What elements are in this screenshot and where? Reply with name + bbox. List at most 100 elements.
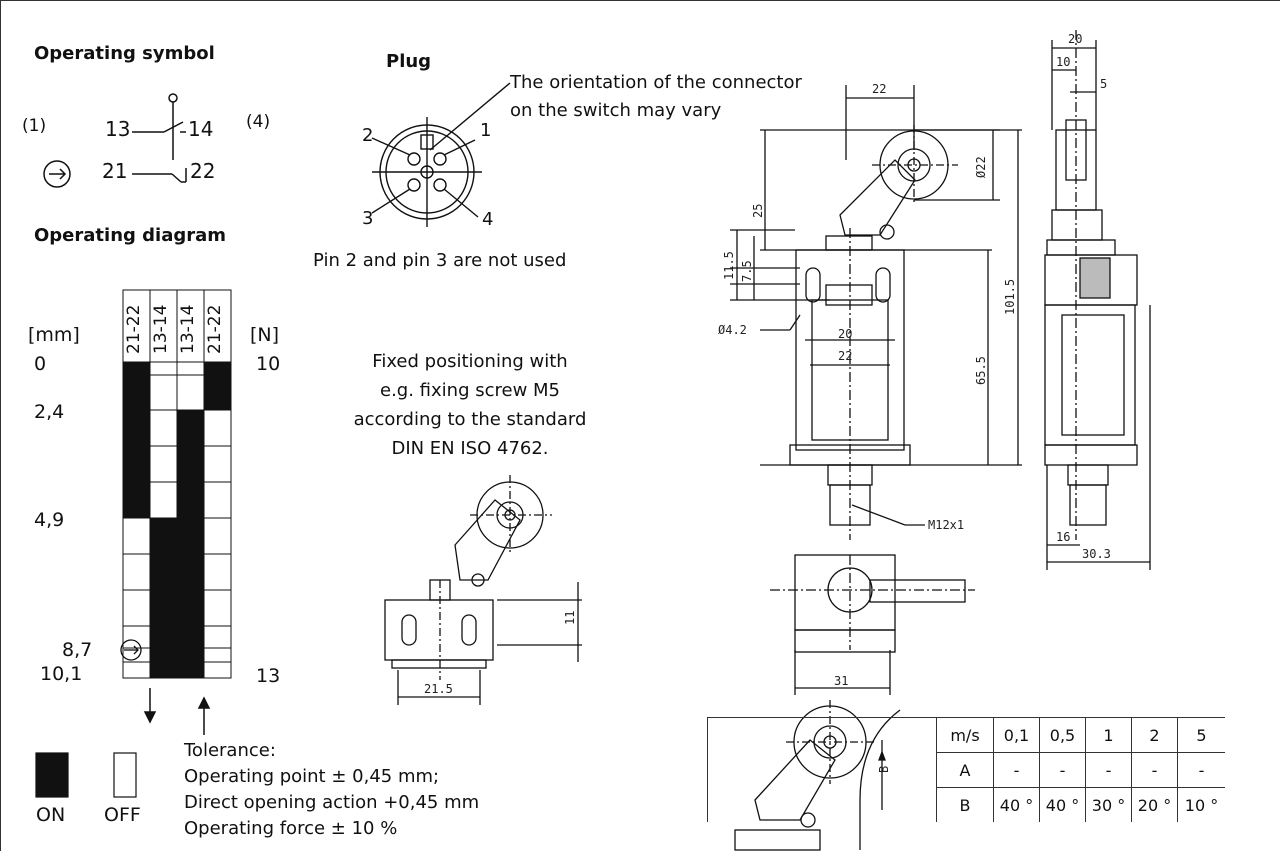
pin-3-label: 3 [362,208,374,229]
plug-unused-note: Pin 2 and pin 3 are not used [313,250,567,271]
dim-dia22: Ø22 [974,156,988,178]
diagram-arrows [143,688,211,735]
bar-13-14-b [177,410,204,678]
bottom-view-drawing [770,554,975,695]
dim-25: 25 [751,204,765,218]
plug-note-line2: on the switch may vary [510,100,722,121]
dim-m12: M12x1 [928,518,964,532]
tolerance-line2: Direct opening action +0,45 mm [184,792,480,813]
table-cell: 1 [1085,717,1132,753]
tolerance-line3: Operating force ± 10 % [184,818,398,839]
table-cell: - [1131,752,1178,788]
travel-8-7: 8,7 [62,639,93,661]
table-cell: m/s [936,717,994,753]
side-dim-30-3: 30.3 [1082,547,1111,561]
table-cell: 10 ° [1177,787,1225,822]
side-dim-5: 5 [1100,77,1107,91]
operating-diagram-title: Operating diagram [34,225,227,246]
contact-13-label: 13 [105,117,131,141]
switch-symbol [132,93,187,183]
contact-21-label: 21 [102,159,128,183]
front-view-drawing [730,85,1022,540]
pin-4-label: 4 [482,209,494,230]
table-cell: B [936,787,994,822]
dim-dia4-2: Ø4.2 [718,323,747,337]
table-cell: 40 ° [1039,787,1086,822]
side-dim-10: 10 [1056,55,1070,69]
legend-on-swatch [35,752,69,798]
force-13: 13 [256,665,281,687]
table-cell: 20 ° [1131,787,1178,822]
fixed-position-drawing [384,475,582,705]
force-10: 10 [256,353,281,375]
plug-connector [371,82,511,227]
legend-off-label: OFF [104,804,141,826]
table-cell: 30 ° [1085,787,1132,822]
dim-31: 31 [834,674,848,688]
legend-on-label: ON [36,804,66,826]
pin-2-label: 2 [362,125,374,146]
travel-4-9: 4,9 [34,509,65,531]
table-cell: 0,1 [993,717,1040,753]
dim-22-inner: 22 [838,349,852,363]
table-row: A - - - - - [708,752,1225,788]
fixed-line3: according to the standard [353,409,587,430]
dim-11-5: 11.5 [722,251,736,280]
operating-symbol-title: Operating symbol [34,43,215,64]
operating-diagram-on-bars [123,362,231,678]
travel-10-1: 10,1 [40,663,83,685]
fixed-dim-11: 11 [563,611,577,625]
contact-14-label: 14 [188,117,214,141]
tolerance-line1: Operating point ± 0,45 mm; [184,766,440,787]
fixed-line1: Fixed positioning with [372,351,568,372]
legend-off-swatch [113,752,137,798]
travel-0: 0 [34,353,47,375]
dim-7-5: 7.5 [740,260,754,282]
dim-20-inner: 20 [838,327,852,341]
dim-65-5: 65.5 [974,356,988,385]
fixed-line2: e.g. fixing screw M5 [380,380,560,401]
unit-n: [N] [250,324,280,346]
bar-21-22-left [123,362,150,518]
column-label-13-14-b: 13-14 [178,304,198,354]
table-row: m/s 0,1 0,5 1 2 5 [707,717,1225,822]
plug-note-line1: The orientation of the connector [510,72,802,93]
legend-swatches [35,752,137,798]
unit-mm: [mm] [28,324,80,346]
table-cell: 40 ° [993,787,1040,822]
column-label-21-22-right: 21-22 [205,304,225,354]
table-cell: 0,5 [1039,717,1086,753]
speed-table: m/s 0,1 0,5 1 2 5 A - - - - - B 40 ° 40 … [707,717,1225,822]
dim-101-5: 101.5 [1003,279,1017,315]
side-dim-20: 20 [1068,32,1082,46]
table-row: B 40 ° 40 ° 30 ° 20 ° 10 ° [708,787,1225,822]
marker-4: (4) [246,112,271,132]
direct-opening-icon [43,160,71,188]
table-cell: 2 [1131,717,1178,753]
table-cell: - [1039,752,1086,788]
table-cell: - [1177,752,1225,788]
column-label-13-14-a: 13-14 [151,304,171,354]
marker-1: (1) [22,116,47,136]
tolerance-title: Tolerance: [184,740,276,761]
plug-title: Plug [386,51,432,72]
side-dim-16: 16 [1056,530,1070,544]
table-cell: A [936,752,994,788]
direct-opening-icon-small [120,639,142,661]
fixed-dim-21-5: 21.5 [424,682,453,696]
bar-21-22-right [204,362,231,410]
table-cell: - [1085,752,1132,788]
column-label-21-22-left: 21-22 [124,304,144,354]
bar-13-14-a [150,518,177,678]
side-view-drawing [1044,30,1151,570]
table-cell: 5 [1177,717,1225,753]
table-cell: - [993,752,1040,788]
contact-22-label: 22 [190,159,216,183]
pin-1-label: 1 [480,120,492,141]
travel-2-4: 2,4 [34,401,65,423]
dim-22-top: 22 [872,82,886,96]
fixed-line4: DIN EN ISO 4762. [391,438,549,459]
lever-image-cell [707,717,937,822]
